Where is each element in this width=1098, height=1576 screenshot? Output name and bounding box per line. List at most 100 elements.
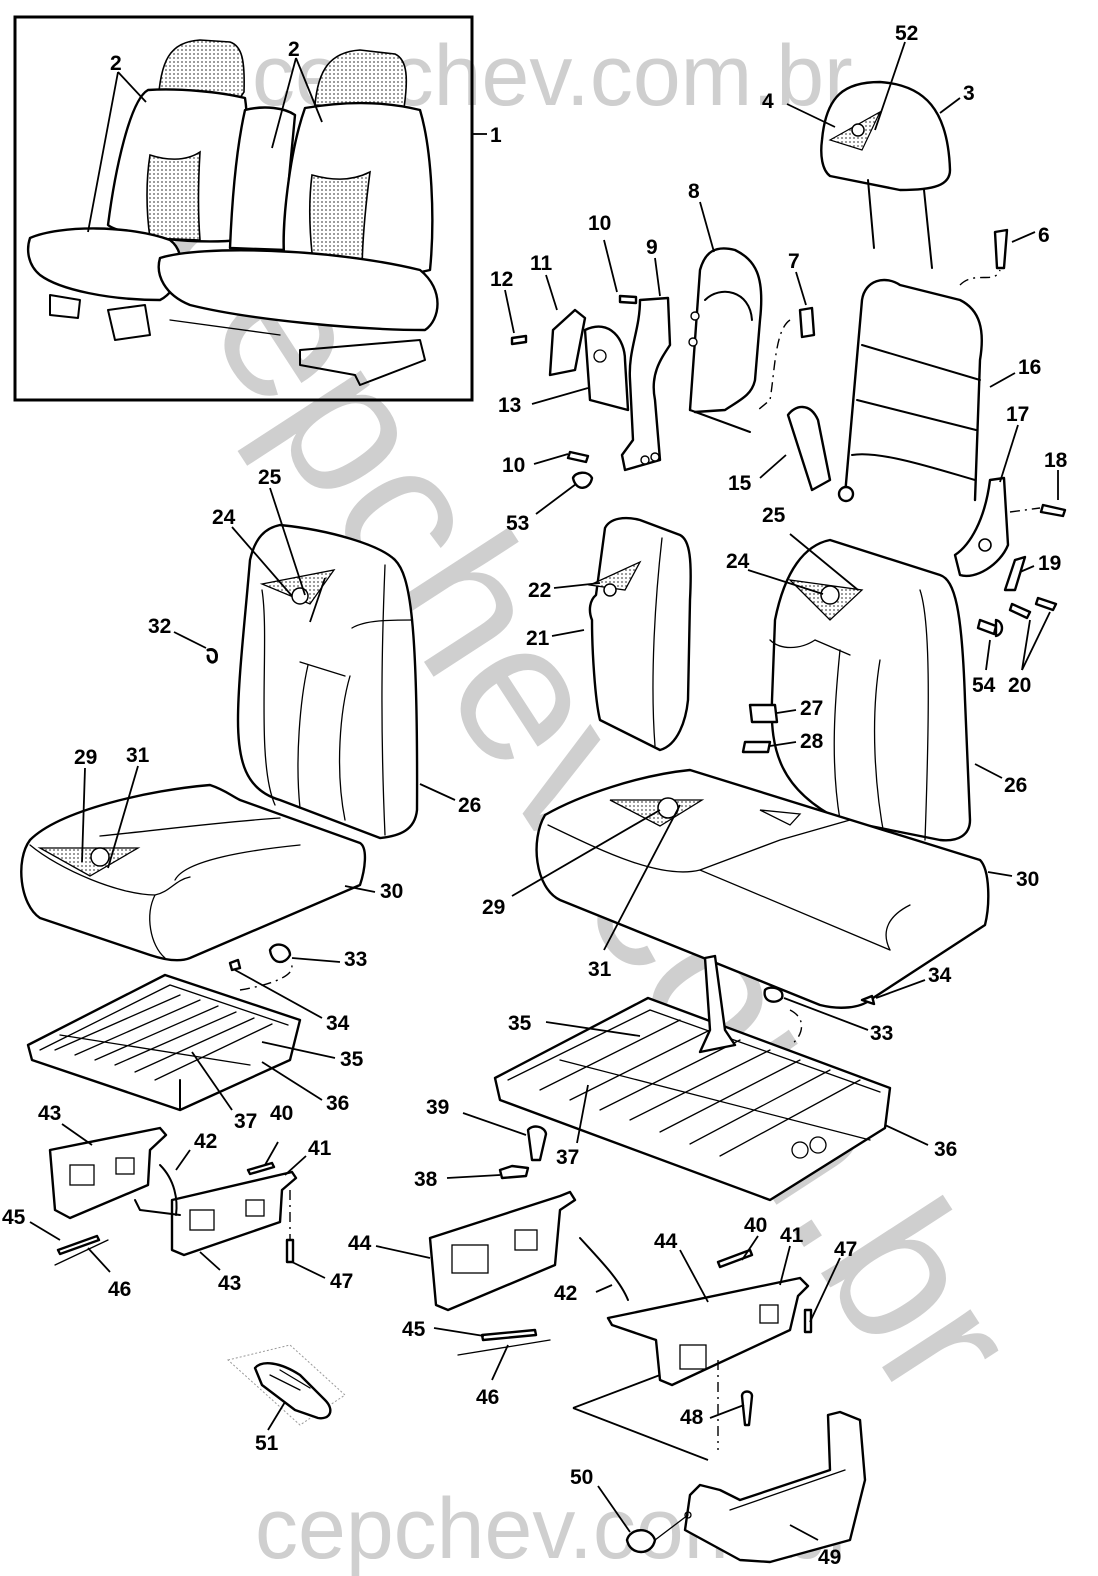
callout-53: 53 — [506, 512, 529, 535]
lower-parts — [226, 1344, 867, 1564]
callout-10: 10 — [588, 212, 611, 235]
bezel-gasket-28 — [741, 740, 772, 754]
rod-42-right — [579, 1237, 629, 1301]
bolt-10-bottom — [566, 450, 590, 464]
callout-18: 18 — [1044, 449, 1068, 472]
callout-44: 44 — [348, 1232, 372, 1255]
right-seatback-insert — [309, 170, 371, 276]
callout-37: 37 — [234, 1110, 257, 1133]
bolt-20b — [1034, 596, 1058, 612]
callout-24: 24 — [212, 506, 236, 529]
headrest-part — [786, 41, 961, 269]
callout-35: 35 — [508, 1012, 532, 1035]
cover-11 — [548, 308, 587, 377]
left-seatback-cover-26 — [236, 523, 419, 840]
left-adjusters — [29, 1123, 326, 1279]
callout-1: 1 — [490, 124, 502, 147]
callout-7: 7 — [788, 250, 800, 273]
callout-51: 51 — [255, 1432, 279, 1455]
callout-40: 40 — [744, 1214, 767, 1237]
callout-16: 16 — [1018, 356, 1041, 379]
callout-36: 36 — [326, 1092, 349, 1115]
clip-38 — [498, 1164, 530, 1180]
callout-17: 17 — [1006, 403, 1029, 426]
callout-13: 13 — [498, 394, 521, 417]
callout-2: 2 — [288, 38, 300, 61]
callout-12: 12 — [490, 268, 513, 291]
fastener-53 — [571, 471, 594, 489]
right-seatback-cover-26 — [770, 538, 972, 842]
callout-2: 2 — [110, 52, 122, 75]
callout-26: 26 — [458, 794, 481, 817]
callout-20: 20 — [1008, 674, 1031, 697]
callout-24: 24 — [726, 550, 750, 573]
callout-37: 37 — [556, 1146, 579, 1169]
spring-45 — [56, 1234, 101, 1256]
callout-38: 38 — [414, 1168, 438, 1191]
callout-29: 29 — [482, 896, 505, 919]
cover-49 — [683, 1410, 867, 1564]
seatback-panel — [588, 516, 692, 752]
lever-19 — [1003, 555, 1027, 592]
seatback-panel-21 — [551, 516, 692, 752]
adjuster-43-left — [48, 1126, 168, 1220]
inset-frame — [13, 15, 474, 402]
callout-22: 22 — [528, 579, 551, 602]
bolt-48 — [740, 1390, 754, 1427]
spring-40-right — [716, 1248, 754, 1269]
callout-21: 21 — [526, 627, 550, 650]
cover-13 — [583, 325, 630, 412]
trim-15 — [759, 405, 832, 492]
callout-45: 45 — [2, 1206, 26, 1229]
callout-27: 27 — [800, 697, 823, 720]
callout-33: 33 — [870, 1022, 893, 1045]
center-track — [107, 304, 151, 341]
callout-48: 48 — [680, 1406, 704, 1429]
spring-40 — [246, 1161, 276, 1176]
callout-41: 41 — [780, 1224, 804, 1247]
right-seat-cushion-part — [511, 768, 1013, 1009]
callout-46: 46 — [108, 1278, 131, 1301]
bolt-18 — [1039, 503, 1067, 518]
callout-10: 10 — [502, 454, 525, 477]
clip-34-left — [228, 958, 242, 972]
adjuster-44-left — [428, 1190, 577, 1312]
callout-25: 25 — [762, 504, 786, 527]
headrest-post — [867, 179, 875, 249]
adjuster-44-right — [606, 1276, 810, 1387]
left-track — [49, 294, 81, 319]
callout-32: 32 — [148, 615, 171, 638]
clip-32 — [173, 631, 218, 664]
callout-6: 6 — [1038, 224, 1050, 247]
callout-41: 41 — [308, 1137, 332, 1160]
callout-47: 47 — [834, 1238, 857, 1261]
left-seat-frame — [26, 943, 341, 1112]
callout-3: 3 — [963, 82, 975, 105]
callout-31: 31 — [126, 744, 150, 767]
callout-29: 29 — [74, 746, 97, 769]
callout-30: 30 — [380, 880, 403, 903]
callout-25: 25 — [258, 466, 282, 489]
seatbelt-bracket — [698, 954, 737, 1054]
bolt-10-top — [618, 294, 638, 305]
callout-43: 43 — [218, 1272, 241, 1295]
right-track — [299, 339, 426, 386]
left-seat-cushion — [26, 227, 183, 302]
right-cushion-cover-30 — [535, 768, 990, 1009]
callout-47: 47 — [330, 1270, 353, 1293]
recliner-assembly — [953, 424, 1067, 671]
callout-35: 35 — [340, 1048, 364, 1071]
callout-52: 52 — [895, 22, 918, 45]
left-seatback-insert — [146, 150, 201, 241]
right-headrest — [314, 49, 408, 109]
left-frame-36 — [26, 973, 302, 1112]
clip-33-right — [763, 986, 784, 1003]
screw-50 — [625, 1529, 657, 1554]
callout-11: 11 — [530, 252, 553, 275]
callout-49: 49 — [818, 1546, 841, 1569]
callout-40: 40 — [270, 1102, 293, 1125]
left-seat-cushion-part — [20, 765, 376, 962]
plate-51 — [253, 1362, 332, 1420]
clip-34-right — [860, 994, 876, 1006]
